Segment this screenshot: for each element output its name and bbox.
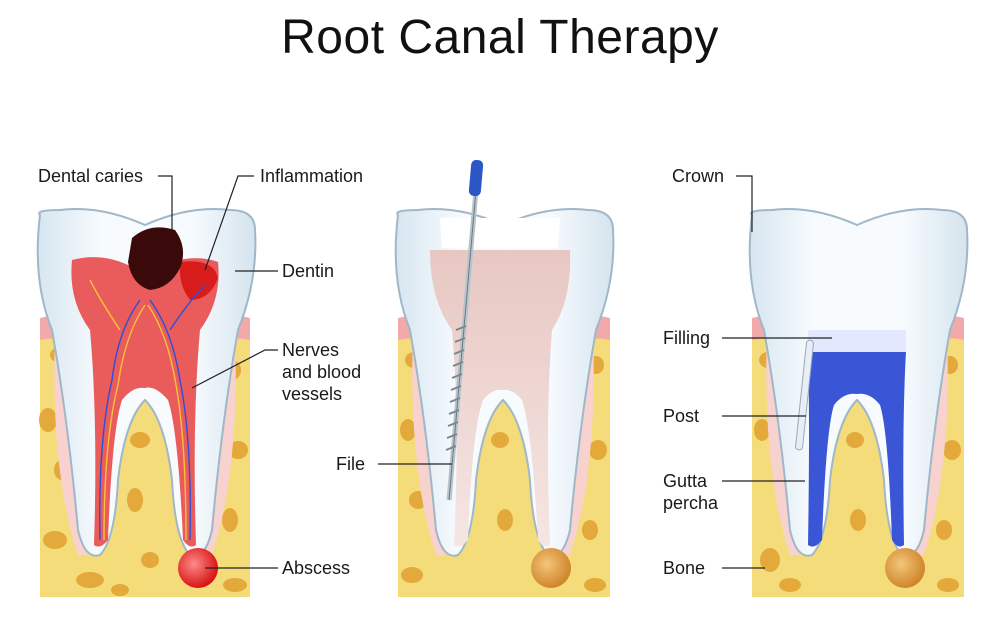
leader-crown — [736, 175, 753, 232]
label-inflammation: Inflammation — [260, 166, 363, 186]
label-bone: Bone — [663, 558, 705, 578]
gutta-percha — [808, 352, 906, 547]
leader-nerves — [191, 349, 278, 389]
file-handle — [468, 159, 484, 197]
bone-spots — [400, 352, 607, 592]
label-nerves-line3: vessels — [282, 384, 342, 404]
leader-dental-caries — [158, 175, 173, 230]
leader-inflammation — [204, 175, 254, 271]
abscess — [178, 548, 218, 588]
label-post: Post — [663, 406, 699, 426]
page-title: Root Canal Therapy — [281, 11, 719, 64]
panel-diseased-labels — [158, 175, 278, 569]
label-abscess: Abscess — [282, 558, 350, 578]
inflammation-hotspot — [179, 261, 218, 300]
label-filling: Filling — [663, 328, 710, 348]
panel-restored-labels — [722, 175, 832, 569]
panel-restored — [748, 208, 969, 597]
panel-cleaning — [394, 159, 615, 597]
nerves-and-blood-vessels — [89, 279, 206, 541]
apex — [885, 548, 925, 588]
bone-spots — [754, 352, 961, 592]
label-nerves-line1: Nerves — [282, 340, 339, 360]
label-gutta-line2: percha — [663, 493, 719, 513]
post — [795, 339, 814, 451]
inflamed-pulp — [71, 257, 219, 547]
label-dentin: Dentin — [282, 261, 334, 281]
label-dental-caries: Dental caries — [38, 166, 143, 186]
panel-diseased — [36, 208, 257, 597]
label-file: File — [336, 454, 365, 474]
dental-caries — [128, 227, 184, 290]
access-opening — [440, 218, 560, 248]
label-crown: Crown — [672, 166, 724, 186]
label-gutta-line1: Gutta — [663, 471, 708, 491]
label-nerves-line2: and blood — [282, 362, 361, 382]
filling — [808, 330, 906, 352]
apex — [531, 548, 571, 588]
file-instrument — [445, 159, 484, 501]
